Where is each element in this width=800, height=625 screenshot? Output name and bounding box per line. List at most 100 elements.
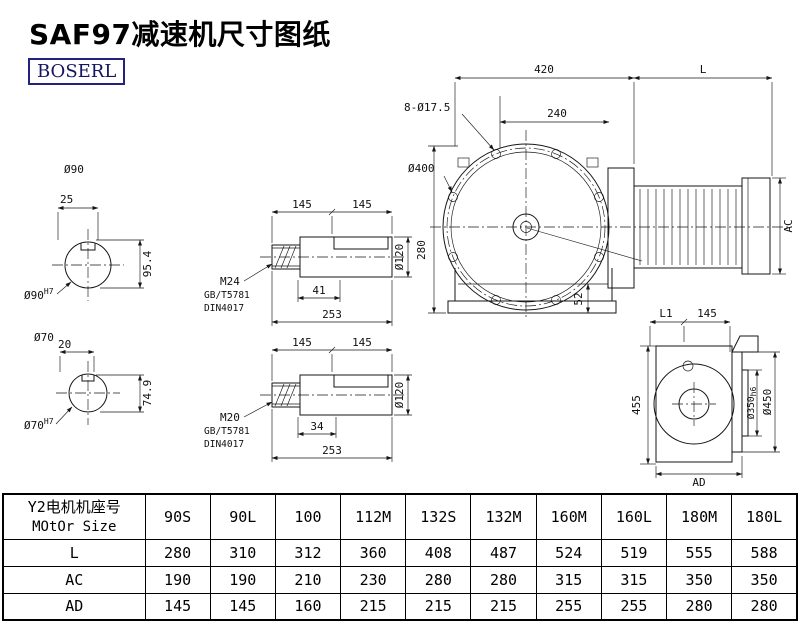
label-thread-m20: M20 [220,411,240,424]
table-cell: 315 [535,565,602,594]
keyway-slot-m20 [333,375,389,388]
col-header: 90L [209,493,276,540]
label-std-din-b: DIN4017 [204,439,244,450]
spigot-edge [741,369,749,437]
table-cell: 190 [209,565,276,594]
dim-253-a: 253 [322,308,342,321]
col-header: 100 [274,493,342,540]
col-header: 160M [535,493,602,540]
row-label: AC [2,565,146,594]
bolt-hole [551,295,561,305]
table-cell: 519 [600,538,668,567]
brand-logo: BOSERL [28,58,126,85]
table-cell: 145 [209,592,276,621]
label-shaft90-dia: Ø90 [64,163,84,176]
diagonal-reference-line [526,227,643,262]
bolt-hole [594,192,604,202]
bolt-hole [551,149,561,159]
bolt-hole [491,149,501,159]
label-bolt-holes: 8-Ø17.5 [404,101,450,114]
dim-253-b: 253 [322,444,342,457]
label-thread-m24: M24 [220,275,240,288]
table-cell: 280 [144,538,211,567]
header-line-en: MOtOr Size [32,518,117,535]
main-front-view: 52 AC 420 L [404,63,795,352]
thread-end-m20 [271,382,301,408]
label-std-gb-a: GB/T5781 [204,290,250,301]
motor-fins [639,189,737,265]
table-cell: 487 [470,538,537,567]
dim-shaft-dia-120-a: Ø120 [393,244,406,271]
table-cell: 350 [665,565,733,594]
fan-cowl [741,177,771,275]
dim-L1: L1 [659,307,672,320]
label-bore-90h7: Ø90H7 [24,287,54,302]
dim-keyway-width-70: 20 [58,338,71,351]
col-header: 90S [144,493,211,540]
col-header: 132M [470,493,537,540]
keyway-70 [81,375,95,382]
label-flange-dia-400: Ø400 [408,162,435,175]
col-header: 112M [340,493,407,540]
table-row-AC: AC 190 190 210 230 280 280 315 315 350 3… [2,565,798,594]
bolt-hole [594,252,604,262]
flange-outer-circle [442,143,610,311]
dim-keyway-width-90: 25 [60,193,73,206]
thread-end-m24 [271,244,301,270]
bolt-hole [448,192,458,202]
table-cell: 408 [405,538,472,567]
table-cell: 555 [665,538,733,567]
dim-145-b: 145 [352,198,372,211]
table-cell: 230 [340,565,407,594]
table-cell: 160 [274,592,342,621]
dim-145-c: 145 [292,336,312,349]
bolt-hole [448,252,458,262]
dim-52: 52 [572,292,585,305]
shaft-section-70-view: Ø70 20 74.9 Ø70H7 [24,331,154,432]
keyway-90 [80,243,96,251]
table-cell: 280 [731,592,798,621]
row-label: AD [2,592,146,621]
table-cell: 215 [340,592,407,621]
vent-plug-circle [682,360,694,372]
table-header-motor-size: Y2电机机座号 MOtOr Size [2,493,146,540]
page-title: SAF97减速机尺寸图纸 [29,18,331,51]
dim-keyway-height-70: 74.9 [141,380,154,407]
table-cell: 255 [535,592,602,621]
table-cell: 280 [665,592,733,621]
table-cell: 215 [470,592,537,621]
label-spigot-dia-350: Ø350h6 [746,387,758,420]
bore-circle-90 [64,241,112,289]
table-cell: 210 [274,565,342,594]
technical-drawing: 25 Ø90 95.4 Ø90H7 Ø70 20 74.9 Ø70H7 [24,63,795,489]
dim-34: 34 [310,420,324,433]
motor-size-table: Y2电机机座号 MOtOr Size 90S 90L 100 112M 132S… [2,493,798,621]
dim-145-a: 145 [292,198,312,211]
flange-lug [586,157,599,168]
input-hub-circle [512,213,540,241]
torque-tab [731,335,759,353]
bore-circle-70 [68,373,108,413]
table-cell: 190 [144,565,211,594]
table-cell: 280 [470,565,537,594]
table-row-AD: AD 145 145 160 215 215 215 255 255 280 2… [2,592,798,621]
table-cell: 588 [731,538,798,567]
table-cell: 315 [600,565,668,594]
table-cell: 350 [731,565,798,594]
housing-base [447,300,617,314]
table-cell: 280 [405,565,472,594]
dim-145-motor: 145 [697,307,717,320]
dim-keyway-height-90: 95.4 [141,250,154,277]
col-header: 132S [405,493,472,540]
label-std-din-a: DIN4017 [204,303,244,314]
dim-AD: AD [692,476,705,489]
table-cell: 312 [274,538,342,567]
table-row-L: L 280 310 312 360 408 487 524 519 555 58… [2,538,798,567]
dim-420: 420 [534,63,554,76]
flange-lug [457,157,470,168]
table-cell: 145 [144,592,211,621]
label-bore-70h7: Ø70H7 [24,417,54,432]
dim-280: 280 [415,240,428,260]
bolt-circle [446,147,606,307]
table-cell: 524 [535,538,602,567]
